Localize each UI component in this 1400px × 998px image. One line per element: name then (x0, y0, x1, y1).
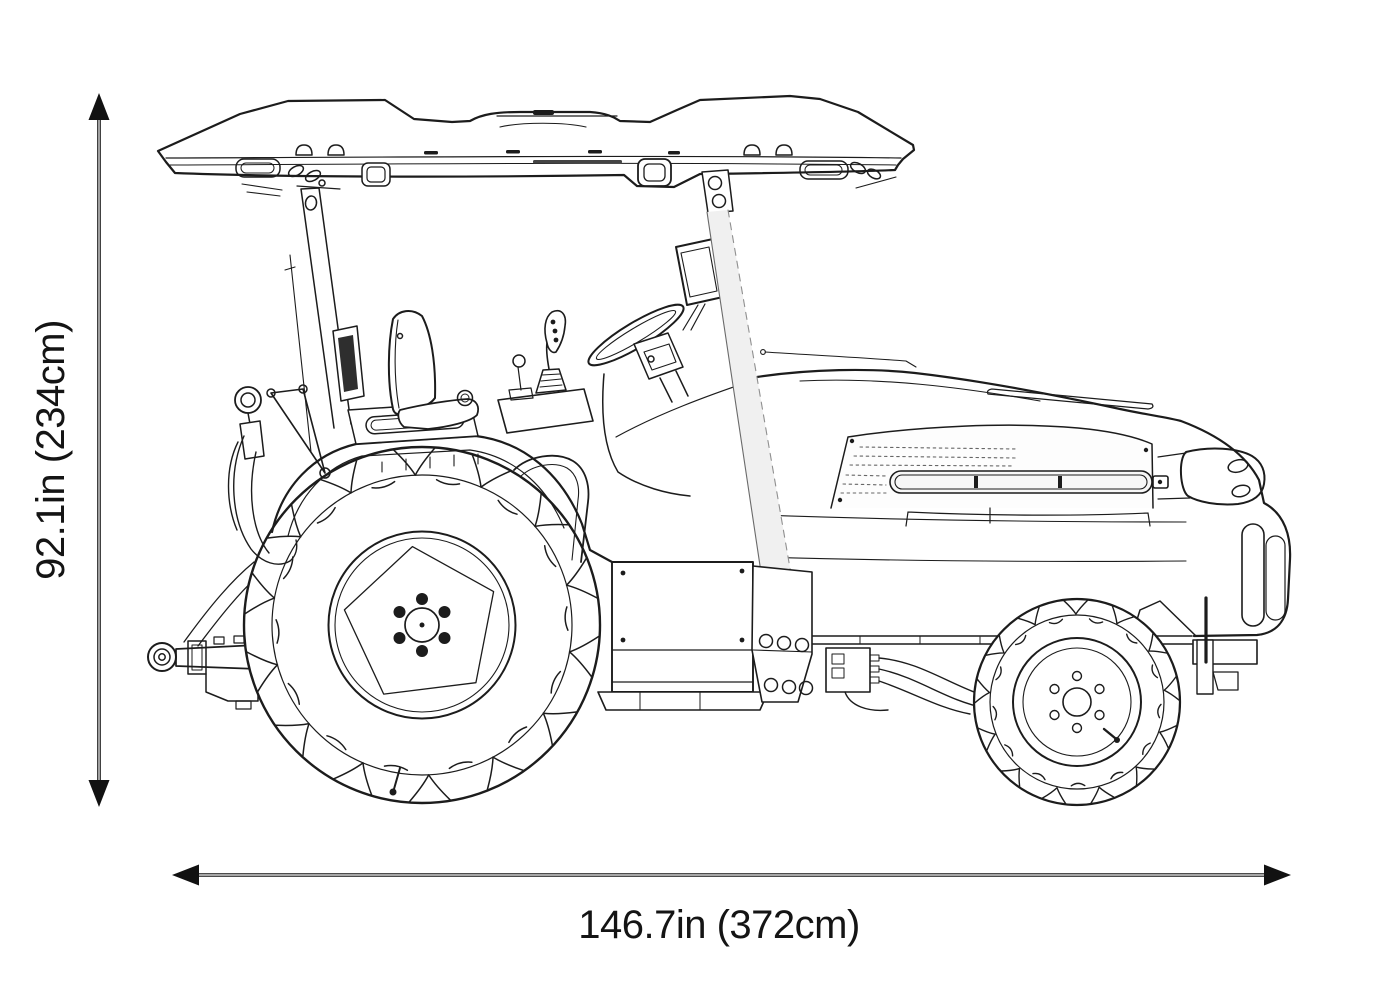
rear-rops-post (284, 187, 365, 453)
rear-hoses (227, 435, 298, 565)
width-dimension: 146.7in (372cm) (172, 864, 1291, 947)
front-hub (1062, 687, 1092, 717)
front-rim (1012, 637, 1142, 767)
post-foot-bracket (751, 565, 813, 703)
roof-vent-icon (775, 144, 793, 156)
fascia-top-line (165, 155, 902, 159)
roof-vent-icon (743, 144, 761, 156)
rear-hub (404, 607, 440, 643)
front-canopy-post (706, 209, 814, 703)
hood (755, 349, 1292, 638)
arrowhead-right-icon (1264, 864, 1291, 886)
roof-center-sensor (533, 110, 554, 115)
rear-tire (242, 445, 602, 805)
height-dimension-label: 92.1in (234cm) (29, 320, 73, 580)
canopy-camera-pod (361, 162, 391, 187)
body-seam (759, 514, 1187, 523)
height-dimension: 92.1in (234cm) (29, 93, 110, 807)
front-tire-treads (974, 599, 1180, 804)
roof-vent-icon (295, 144, 313, 156)
control-knob (512, 354, 526, 368)
hood-slot (889, 470, 1153, 494)
steering-hub (633, 332, 684, 380)
fascia-mid-line (169, 162, 897, 166)
display-mount (682, 303, 706, 331)
rim-plate (343, 545, 495, 695)
implement-a-frame (270, 388, 326, 474)
arrowhead-up-icon (88, 93, 110, 120)
hydraulic-manifold (825, 647, 871, 693)
antenna-rod (284, 254, 312, 453)
width-dimension-label: 146.7in (372cm) (578, 903, 860, 947)
front-tire (972, 597, 1182, 807)
headlight-pod (1180, 447, 1266, 506)
seat-cushion (397, 398, 480, 430)
control-console (497, 388, 594, 434)
left-roof-sensor-icon (287, 164, 305, 178)
canopy-camera-pod (637, 158, 672, 187)
seat-backrest (387, 310, 437, 416)
roof-vent-icon (327, 144, 345, 156)
rear-hub-bolts (393, 593, 451, 657)
cap-fitting (456, 389, 474, 407)
steering-console (587, 238, 758, 497)
arrowhead-down-icon (88, 780, 110, 807)
left-roof-light (235, 158, 281, 178)
rear-hydraulics (227, 384, 331, 565)
valve-stem (389, 788, 397, 796)
rear-rim (327, 530, 517, 720)
right-roof-light (799, 160, 849, 180)
right-roof-sensor-icon (849, 161, 867, 175)
hood-strip (986, 388, 1154, 410)
rear-wheel (242, 445, 602, 805)
headlight-icon (1231, 484, 1251, 498)
vent-perforations (840, 446, 1017, 494)
battery-box (597, 561, 769, 711)
front-wheel (972, 597, 1182, 807)
headlight-icon (1227, 458, 1249, 474)
valve-stem (1114, 737, 1120, 743)
mirror-gauge (234, 386, 262, 414)
tractor-line-art (147, 94, 1292, 807)
rear-tire-treads (244, 447, 600, 803)
skid-plate (597, 691, 769, 711)
canopy-roof (156, 94, 916, 214)
vent-panel (830, 424, 1154, 509)
bumper-slot (1241, 523, 1265, 627)
front-hub-bolts (1049, 670, 1105, 734)
body-seam (759, 556, 1187, 562)
arrowhead-left-icon (172, 864, 199, 886)
hydraulic-cylinder (239, 420, 265, 460)
operator-station (270, 310, 614, 564)
roof-center-crease (499, 122, 587, 128)
handrail (513, 454, 590, 563)
